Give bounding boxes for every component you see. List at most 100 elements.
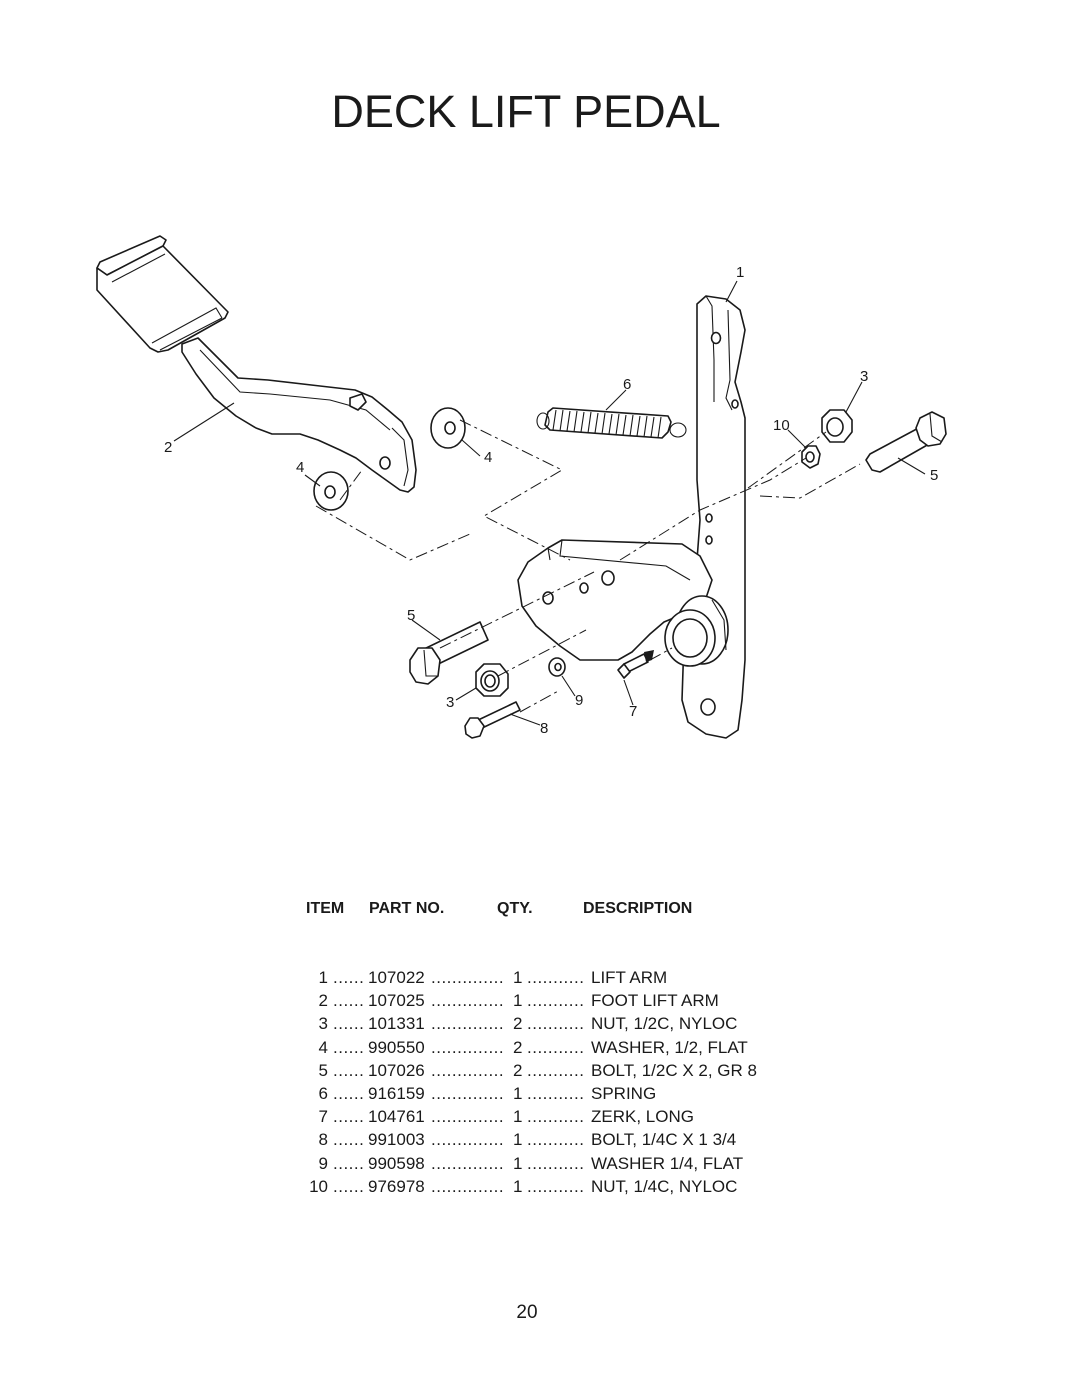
part-number: 101331 [368,1014,425,1034]
leader-dots: ........... [527,1107,585,1127]
bolt-lower-part [409,621,489,685]
callout-label-6: 6 [623,376,631,393]
washer-upper-part [430,407,466,449]
description: LIFT ARM [591,968,668,987]
part-number: 991003 [368,1130,425,1150]
item-number: 10 [309,1176,328,1196]
table-row: 6 ...... 916159 .............. 1 .......… [0,1084,1080,1107]
callout-label-4-washer-lower: 4 [296,459,304,476]
part-number: 107026 [368,1060,425,1080]
leader-dots: ........... [527,1014,585,1034]
item-number: 8 [318,1130,328,1150]
table-row: 4 ...... 990550 .............. 2 .......… [0,1038,1080,1061]
leader-dots: .............. [431,1153,505,1173]
exploded-parts-diagram: 1 2 3 3 4 4 5 5 6 7 8 9 10 [96,235,947,739]
leader-dots: ........... [527,968,585,987]
description: WASHER, 1/2, FLAT [591,1037,748,1057]
leader-dots: ...... [333,1130,365,1150]
quantity: 1 [513,1130,523,1150]
item-number: 1 [318,968,328,987]
header-qty: QTY. [497,900,533,917]
leader-dots: ...... [333,1014,365,1034]
callout-label-2: 2 [164,439,172,456]
header-description: DESCRIPTION [583,900,693,917]
bolt-small-part [464,701,521,739]
description: BOLT, 1/2C X 2, GR 8 [591,1060,757,1080]
leader-dots: .............. [431,1014,505,1034]
table-row: 2 ...... 107025 .............. 1 .......… [0,991,1080,1014]
description: ZERK, LONG [591,1107,694,1127]
table-row: 7 ...... 104761 .............. 1 .......… [0,1107,1080,1130]
callout-label-5-bolt-right: 5 [930,467,938,484]
quantity: 1 [513,1107,523,1127]
leader-dots: ...... [333,1176,365,1196]
lift-arm-part [517,295,746,739]
page-number: 20 [516,1302,538,1323]
leader-dots: .............. [431,1060,505,1080]
callout-label-5-bolt-lower: 5 [407,607,415,624]
description: WASHER 1/4, FLAT [591,1153,744,1173]
nut-lower-part [475,663,509,697]
table-row: 1 ...... 107022 .............. 1 .......… [0,968,1080,991]
callout-label-3-nut-right: 3 [860,368,868,385]
foot-lift-arm-part [96,235,417,493]
leader-dots: ........... [527,991,585,1011]
page-title: DECK LIFT PEDAL [331,86,721,137]
quantity: 2 [513,1037,523,1057]
item-number: 2 [318,991,328,1011]
callout-label-3-nut-lower: 3 [446,694,454,711]
callout-label-8: 8 [540,720,548,737]
leader-dots: .............. [431,1083,505,1103]
part-number: 916159 [368,1083,425,1103]
item-number: 7 [318,1107,328,1127]
bolt-right-part [865,411,947,473]
quantity: 1 [513,991,523,1011]
part-number: 107022 [368,968,425,987]
callout-label-9: 9 [575,692,583,709]
header-item: ITEM [306,900,345,917]
leader-dots: ...... [333,1083,365,1103]
quantity: 1 [513,1153,523,1173]
leader-dots: ...... [333,1060,365,1080]
item-number: 5 [318,1060,328,1080]
item-number: 9 [318,1153,328,1173]
part-number: 107025 [368,991,425,1011]
description: BOLT, 1/4C X 1 3/4 [591,1130,737,1150]
description: NUT, 1/4C, NYLOC [591,1176,738,1196]
leader-dots: .............. [431,968,505,987]
leader-dots: ........... [527,1060,585,1080]
description: SPRING [591,1083,657,1103]
leader-dots: ........... [527,1153,585,1173]
leader-dots: .............. [431,1037,505,1057]
zerk-part [617,650,654,679]
spring-part [536,407,687,439]
part-number: 990550 [368,1037,425,1057]
washer-small-part [548,657,566,677]
callout-label-7: 7 [629,703,637,720]
item-number: 3 [318,1014,328,1034]
nut-small-part [801,445,821,469]
quantity: 2 [513,1060,523,1080]
callout-label-10: 10 [773,417,790,434]
table-row: 5 ...... 107026 .............. 2 .......… [0,1061,1080,1084]
leader-dots: .............. [431,1107,505,1127]
table-row: 8 ...... 991003 .............. 1 .......… [0,1130,1080,1153]
description: NUT, 1/2C, NYLOC [591,1014,738,1034]
leader-dots: ...... [333,1153,365,1173]
quantity: 1 [513,1176,523,1196]
callout-label-4-washer-upper: 4 [484,449,492,466]
item-number: 6 [318,1083,328,1103]
quantity: 2 [513,1014,523,1034]
table-row: 3 ...... 101331 .............. 2 .......… [0,1014,1080,1037]
table-row: 9 ...... 990598 .............. 1 .......… [0,1154,1080,1177]
quantity: 1 [513,968,523,987]
leader-dots: ...... [333,1037,365,1057]
leader-dots: ........... [527,1176,585,1196]
part-number: 990598 [368,1153,425,1173]
washer-lower-part [313,471,349,511]
parts-table-header: ITEM PART NO. QTY. DESCRIPTION [0,900,1080,920]
leader-dots: ...... [333,968,365,987]
leader-dots: ...... [333,1107,365,1127]
description: FOOT LIFT ARM [591,991,719,1011]
leader-dots: .............. [431,991,505,1011]
